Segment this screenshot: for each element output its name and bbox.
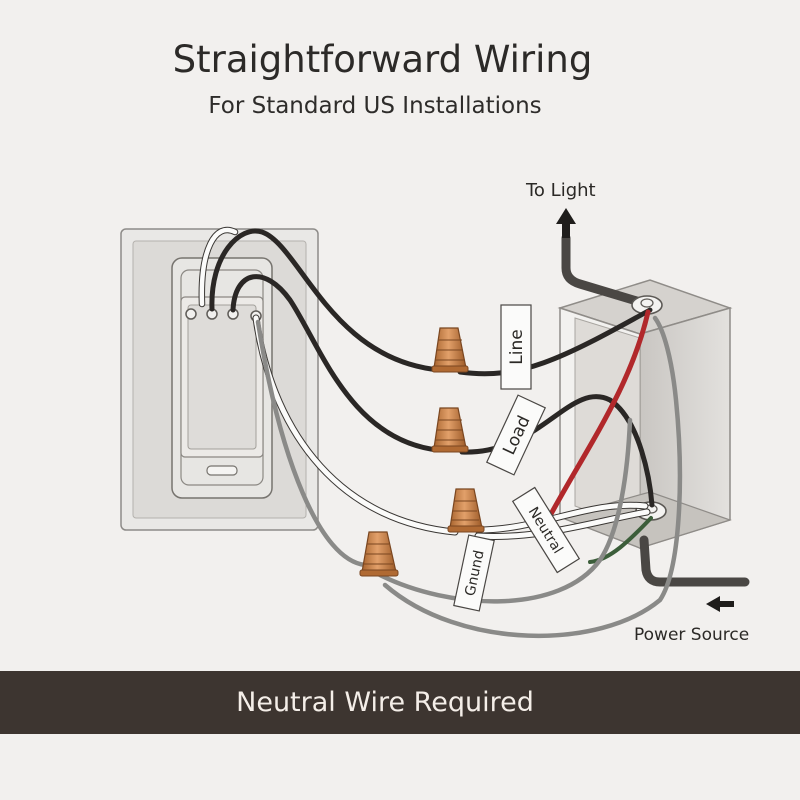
arrow-left-icon [706,596,734,612]
tag-line: Line [500,304,532,390]
tag-line-text: Line [507,329,527,364]
wire-white-loop [199,227,238,307]
wire-red [542,309,651,528]
terminal-screw-icon [185,308,197,320]
wire-nut-ground [359,531,399,577]
power-source-label: Power Source [634,625,749,645]
to-light-label: To Light [525,180,596,201]
wire-black-load [230,274,441,453]
led-indicator-icon [206,465,238,476]
cable-to-light [561,233,645,307]
footer-banner: Neutral Wire Required [0,671,800,734]
page-subtitle: For Standard US Installations [208,93,542,119]
tag-ground: Gnund [453,534,495,612]
smart-switch [171,257,273,499]
wire-black-line [209,228,443,373]
wire-nut-line [431,327,469,373]
arrow-up-icon [556,208,576,238]
wire-gray-ground [255,319,368,568]
wire-nut-neutral [447,488,485,533]
wire-white-neutral-box [475,502,648,533]
wire-gray-return [382,315,683,638]
tag-load: Load [485,394,547,476]
cable-power-source [639,535,750,587]
wire-nut-load [431,407,469,453]
wire-green [588,516,653,564]
wire-gray-ground-box [377,417,633,604]
wire-black-line-box [457,307,653,377]
footer-text: Neutral Wire Required [236,687,534,718]
page-title: Straightforward Wiring [172,38,593,81]
